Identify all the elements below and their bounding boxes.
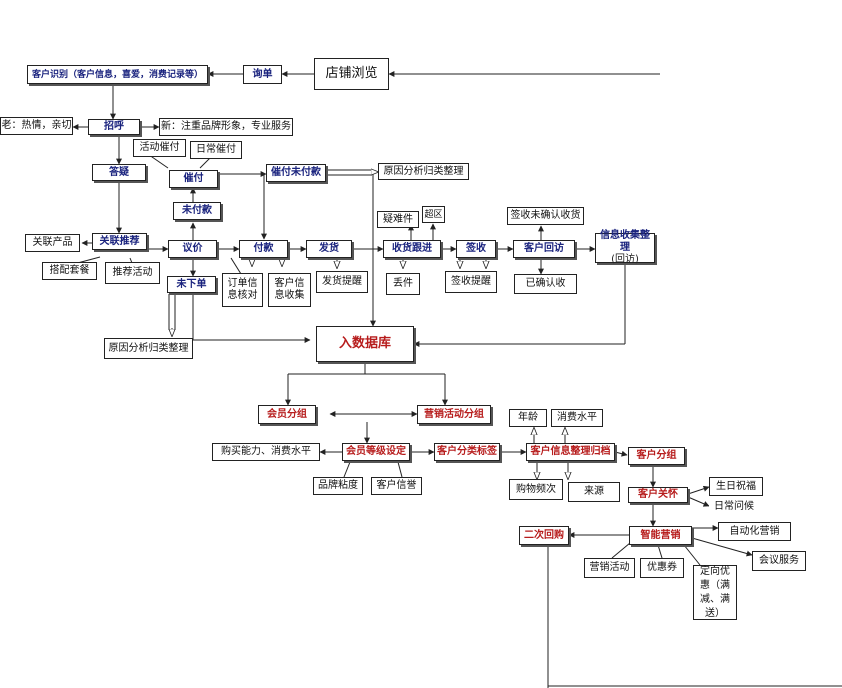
node-buy-freq: 购物频次 [509, 479, 563, 500]
node-unpaid: 未付款 [173, 202, 221, 220]
node-member-group: 会员分组 [258, 405, 316, 424]
node-urge-pay: 催付 [169, 170, 218, 188]
node-marketing-group: 营销活动分组 [417, 405, 491, 424]
node-sign: 签收 [456, 240, 496, 258]
node-targeted-coupon: 定向优惠（满减、满送） [693, 565, 737, 620]
node-greet: 招呼 [88, 119, 140, 135]
node-source: 来源 [568, 482, 620, 502]
node-daily-remind: 日常催付 [190, 141, 242, 159]
node-ship-remind: 发货提醒 [316, 271, 368, 293]
node-order-check: 订单信息核对 [222, 273, 263, 307]
node-new-customer: 新：注重品牌形象，专业服务 [159, 118, 293, 136]
node-birthday: 生日祝福 [709, 477, 763, 496]
node-coupon: 优惠券 [640, 558, 684, 578]
node-cust-tag: 客户分类标签 [434, 443, 500, 461]
node-daily-greet: 日常问候 [709, 498, 759, 515]
node-urge-unpaid: 催付未付款 [266, 164, 326, 182]
node-smart-marketing: 智能营销 [629, 526, 692, 545]
node-member-level: 会员等级设定 [342, 443, 410, 461]
node-reputation: 客户信誉 [371, 477, 422, 495]
node-doubt: 疑难件 [377, 211, 419, 228]
node-bargain: 议价 [168, 240, 217, 258]
node-confirmed: 已确认收 [514, 274, 577, 294]
node-sign-unconfirmed: 签收未确认收货 [507, 207, 584, 225]
node-buy-power: 购买能力、消费水平 [212, 443, 320, 461]
node-consume-level: 消费水平 [551, 409, 603, 427]
node-answer: 答疑 [92, 164, 146, 181]
node-overdue: 超区 [422, 206, 445, 223]
node-track: 收货跟进 [383, 240, 441, 258]
node-cust-info-collect: 客户信息收集 [268, 273, 311, 307]
node-related-product: 关联产品 [25, 234, 80, 252]
node-activity-remind: 活动催付 [133, 139, 186, 157]
node-marketing-activity: 营销活动 [584, 558, 635, 578]
node-database: 入数据库 [316, 326, 414, 362]
node-info-collect-title: 信息收集整理 [600, 230, 650, 253]
node-cust-group: 客户分组 [628, 447, 685, 465]
node-combo: 搭配套餐 [42, 262, 97, 280]
node-info-collect: 信息收集整理 (回访) [595, 230, 655, 265]
node-customer-identify: 客户识别（客户信息，喜爱，消费记录等） [27, 65, 208, 84]
node-ship: 发货 [306, 240, 352, 258]
node-no-order: 未下单 [167, 276, 216, 293]
node-meeting-service: 会议服务 [752, 551, 806, 571]
node-inquiry: 询单 [243, 65, 282, 84]
node-revisit: 客户回访 [513, 240, 575, 258]
node-lost: 丢件 [386, 273, 420, 295]
node-store-browse: 店铺浏览 [314, 58, 389, 90]
node-pay: 付款 [239, 240, 288, 258]
node-age: 年龄 [509, 409, 547, 427]
node-info-collect-sub: (回访) [611, 254, 639, 265]
node-repurchase: 二次回购 [519, 526, 569, 545]
node-brand-loyalty: 品牌粘度 [313, 477, 363, 495]
node-reason-analysis-left: 原因分析归类整理 [104, 338, 193, 359]
node-old-customer: 老：热情，亲切 [0, 117, 73, 135]
node-recommend-activity: 推荐活动 [105, 262, 160, 284]
node-related-recommend: 关联推荐 [92, 233, 147, 250]
node-sign-remind: 签收提醒 [445, 271, 497, 293]
node-cust-care: 客户关怀 [628, 487, 688, 503]
node-reason-analysis-top: 原因分析归类整理 [378, 163, 469, 180]
node-auto-marketing: 自动化营销 [718, 522, 791, 541]
node-cust-archive: 客户信息整理归档 [526, 443, 615, 461]
